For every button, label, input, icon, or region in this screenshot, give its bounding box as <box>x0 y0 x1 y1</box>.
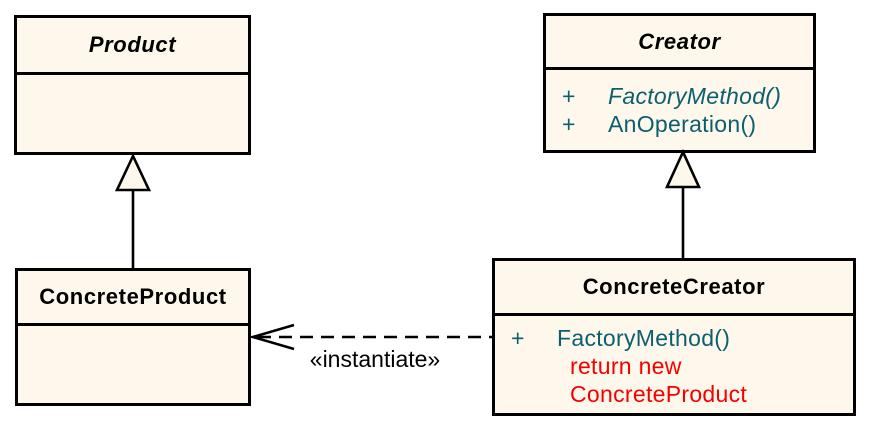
generalization-arrow-creator <box>664 148 702 258</box>
method-name: AnOperation() <box>608 110 757 137</box>
method-name: FactoryMethod() <box>608 82 782 109</box>
class-product-title: Product <box>17 18 248 75</box>
pseudocode-note-line: return new <box>570 353 682 379</box>
class-creator: Creator + FactoryMethod() + AnOperation(… <box>543 13 816 153</box>
concrete-creator-method-factorymethod: + FactoryMethod() <box>495 324 853 352</box>
creator-method-anoperation: + AnOperation() <box>546 110 813 138</box>
class-concrete-creator: ConcreteCreator + FactoryMethod() return… <box>492 258 856 416</box>
instantiate-label: «instantiate» <box>309 346 441 372</box>
generalization-arrow-product <box>114 152 152 268</box>
class-creator-body: + FactoryMethod() + AnOperation() <box>546 70 813 138</box>
class-concrete-product: ConcreteProduct <box>15 268 251 406</box>
creator-method-factorymethod: + FactoryMethod() <box>546 82 813 110</box>
visibility-plus: + <box>562 110 576 137</box>
class-creator-title: Creator <box>546 16 813 70</box>
visibility-plus: + <box>511 324 525 351</box>
class-product: Product <box>14 15 251 155</box>
class-concrete-creator-body: + FactoryMethod() return new ConcretePro… <box>495 316 853 408</box>
pseudocode-note-line: ConcreteProduct <box>570 381 748 407</box>
method-name: FactoryMethod() <box>557 324 731 351</box>
class-concrete-creator-title: ConcreteCreator <box>495 261 853 316</box>
class-concrete-product-title: ConcreteProduct <box>18 271 248 326</box>
visibility-plus: + <box>562 82 576 109</box>
